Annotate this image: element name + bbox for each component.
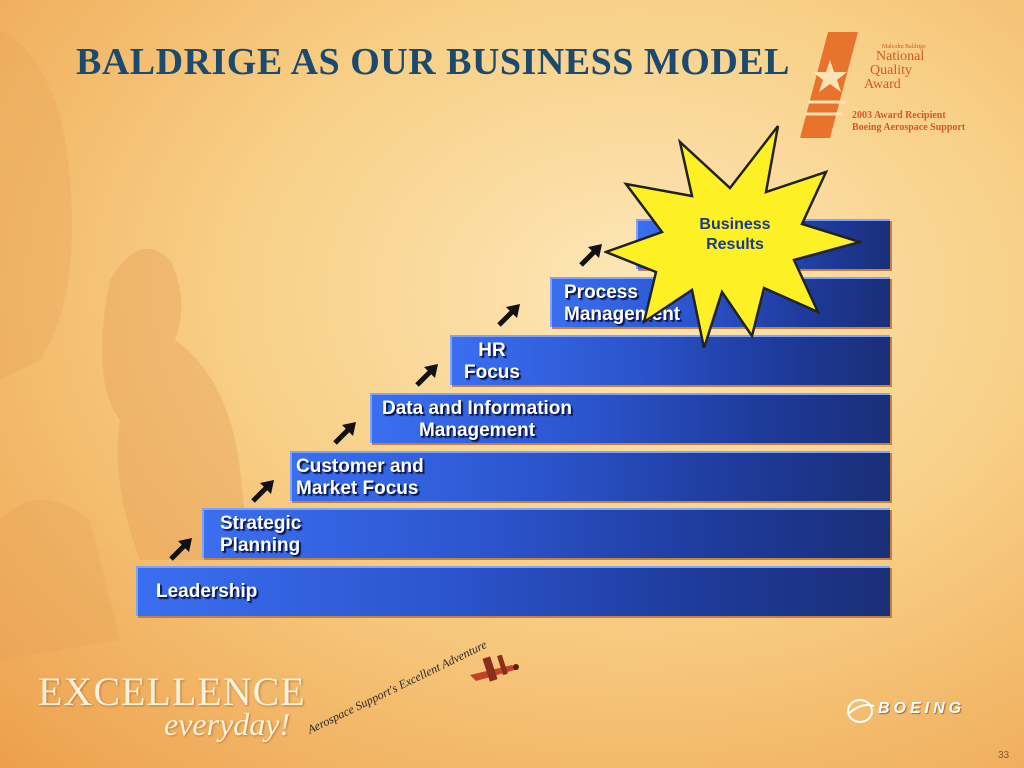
slide-title: BALDRIGE AS OUR BUSINESS MODEL — [76, 41, 790, 83]
step-hr-focus: HR Focus — [450, 335, 890, 385]
arrow-up-right-icon — [333, 422, 356, 445]
starburst-shape — [604, 125, 862, 348]
step-label-leadership: Leadership — [156, 581, 258, 602]
step-strategic-planning: Strategic Planning — [202, 508, 890, 558]
step-label-hr-focus: HR Focus — [464, 340, 520, 383]
award-line-national: National — [876, 49, 925, 64]
award-line-award: Award — [864, 77, 901, 92]
step-label-strategic-planning: Strategic Planning — [220, 513, 302, 556]
award-organization: Boeing Aerospace Support — [852, 122, 966, 133]
footer-everyday: everyday! — [164, 706, 291, 742]
arrow-up-right-icon — [169, 538, 192, 561]
arrow-up-right-icon — [579, 244, 602, 267]
step-label-data-information-management: Data and Information Management — [382, 398, 573, 441]
biplane-icon — [470, 655, 519, 682]
step-process-management: Process Management — [550, 277, 890, 327]
step-customer-market-focus: Customer and Market Focus — [290, 451, 890, 501]
step-label-customer-market-focus: Customer and Market Focus — [296, 456, 424, 499]
arrow-up-right-icon — [415, 364, 438, 387]
business-results-starburst — [604, 125, 862, 348]
baldrige-award-logo: Malcolm Baldrige National Quality Award … — [800, 30, 1000, 140]
award-line-quality: Quality — [870, 63, 912, 78]
arrow-up-right-icon — [251, 480, 274, 503]
burst-label: Business Results — [699, 216, 771, 253]
arrow-up-right-icon — [497, 304, 520, 327]
award-star-icon — [800, 32, 858, 138]
boeing-logo-icon — [847, 699, 875, 723]
award-small-line: Malcolm Baldrige — [882, 44, 926, 50]
award-recipient: 2003 Award Recipient — [852, 110, 946, 121]
footer-excellence: EXCELLENCE — [38, 669, 306, 714]
step-leadership: Leadership — [136, 566, 890, 616]
page-number: 33 — [998, 750, 1010, 761]
boeing-wordmark: BOEING — [878, 700, 966, 717]
footer-tagline: Aerospace Support's Excellent Adventure — [305, 637, 489, 737]
step-data-information-management: Data and Information Management — [370, 393, 890, 443]
